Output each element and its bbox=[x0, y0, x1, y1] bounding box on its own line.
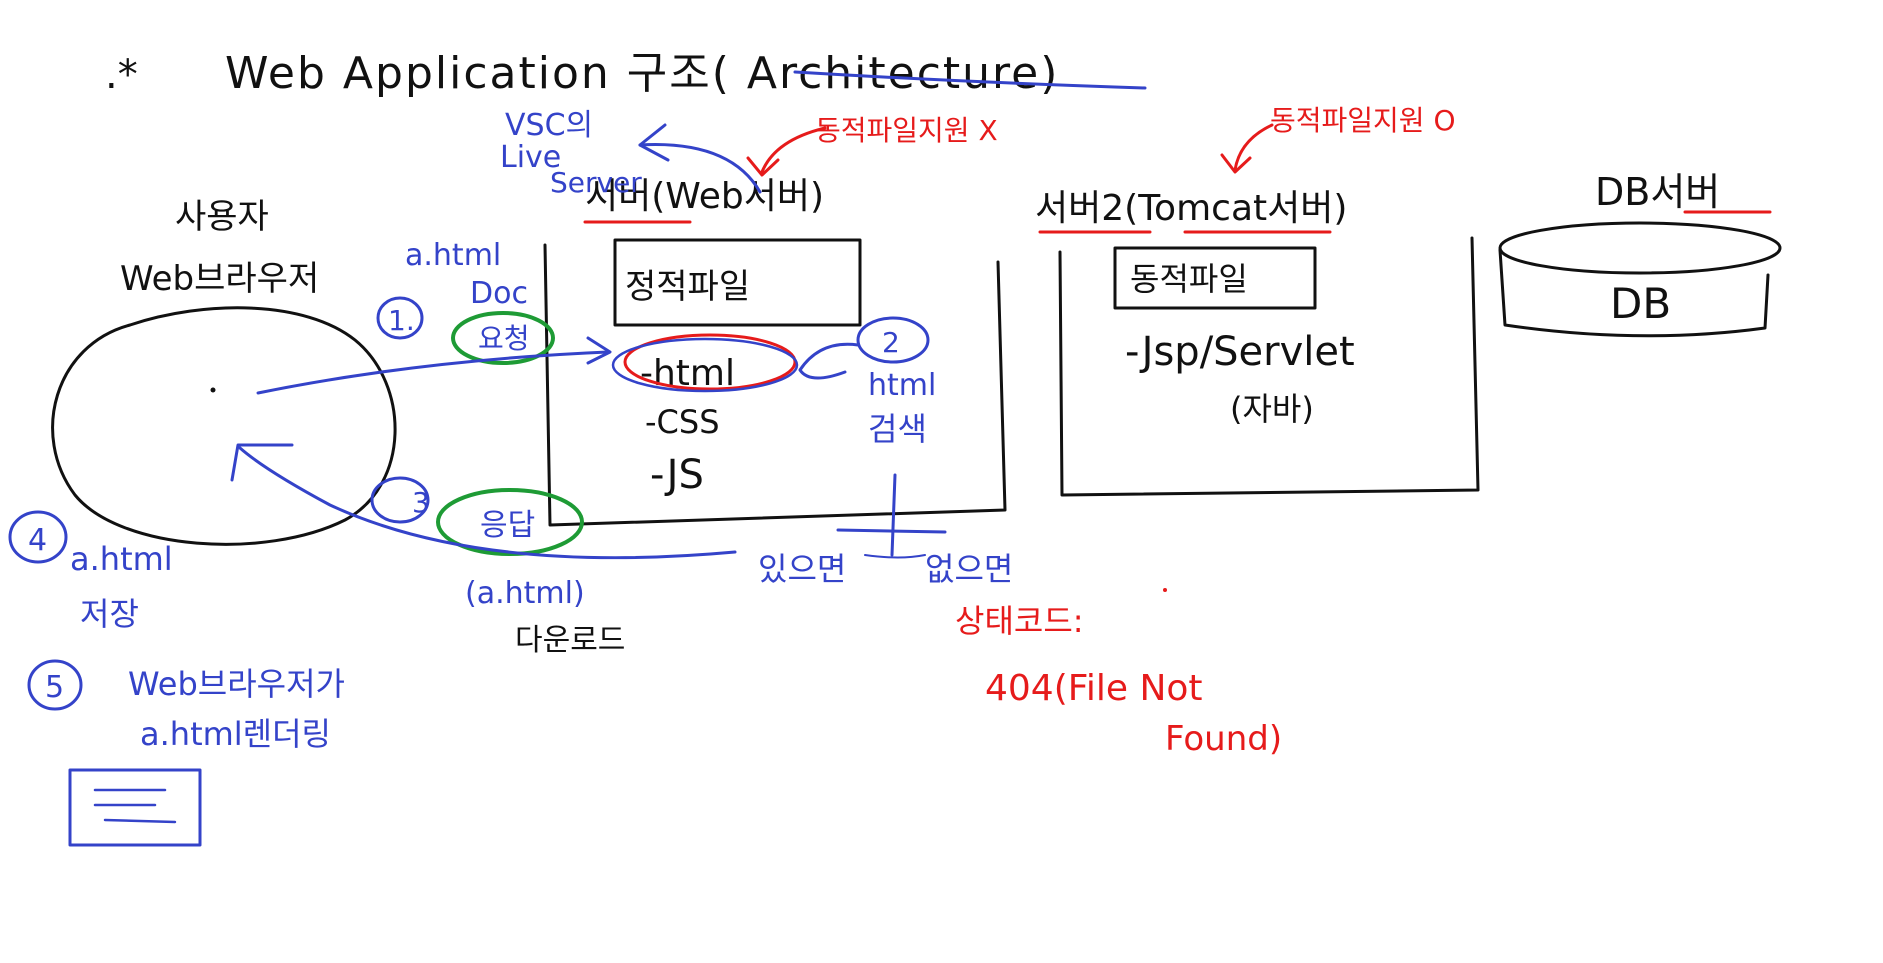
step3-number: 3 bbox=[412, 486, 430, 519]
static-file-box bbox=[613, 238, 862, 327]
step2-number-circle bbox=[856, 316, 930, 364]
static-file-label: 정적파일 bbox=[625, 267, 750, 307]
step4-line1: a.html bbox=[70, 540, 173, 578]
dynamic-file-label: 동적파일 bbox=[1130, 260, 1248, 298]
java-label: (자바) bbox=[1230, 390, 1314, 428]
red-dot bbox=[1163, 588, 1167, 592]
step1-file: a.html bbox=[405, 238, 501, 273]
branch-stem bbox=[890, 473, 897, 557]
step1-action: 요청 bbox=[478, 322, 530, 355]
title-bullet: .* bbox=[105, 52, 138, 98]
client-dot bbox=[210, 387, 216, 393]
vsc-note-line1: VSC의 bbox=[505, 108, 593, 143]
step3-green-circle bbox=[436, 488, 584, 556]
step3-number-circle bbox=[370, 476, 430, 524]
step4-number-circle bbox=[8, 510, 68, 564]
branch-no: 없으면 bbox=[925, 550, 1013, 588]
step2-arrow bbox=[798, 342, 860, 380]
html-red-circle bbox=[623, 333, 797, 391]
step2-number: 2 bbox=[882, 326, 900, 359]
client-label-line2: Web브라우저 bbox=[120, 259, 319, 299]
server1-box bbox=[543, 243, 1007, 527]
db-cylinder-label: DB bbox=[1610, 279, 1671, 328]
rendered-page-icon bbox=[68, 768, 202, 847]
branch-bar bbox=[836, 528, 947, 534]
step4-number: 4 bbox=[28, 523, 47, 558]
server2-red-note: 동적파일지원 O bbox=[1270, 104, 1456, 137]
dynamic-file-box bbox=[1113, 246, 1317, 310]
server2-red-arrowhead bbox=[1220, 153, 1252, 174]
vsc-note-line3: Server bbox=[550, 166, 642, 199]
branch-yes: 있으면 bbox=[758, 550, 846, 588]
server2-box bbox=[1058, 236, 1480, 497]
step5-line1: Web브라우저가 bbox=[128, 665, 345, 703]
step3-action: 응답 bbox=[480, 508, 535, 543]
server2-label: 서버2(Tomcat서버) bbox=[1035, 188, 1347, 229]
title-text: Web Application 구조( Architecture) bbox=[225, 48, 1059, 99]
request-arrow bbox=[256, 350, 610, 395]
branch-link bbox=[864, 554, 926, 559]
step2-line1: html bbox=[868, 368, 936, 403]
step5-line2: a.html렌더링 bbox=[140, 715, 331, 753]
server1-red-arrowhead bbox=[746, 156, 780, 177]
file-js: -JS bbox=[650, 452, 704, 498]
client-browser-circle bbox=[51, 306, 397, 546]
step5-number-circle bbox=[27, 659, 83, 711]
server2-red-arrow bbox=[1233, 123, 1274, 172]
title-underline bbox=[793, 70, 1147, 90]
status-code-404-line2: Found) bbox=[1165, 719, 1282, 759]
vsc-note-line2: Live bbox=[500, 140, 561, 175]
step1-number: 1. bbox=[388, 304, 415, 337]
server1-red-arrow bbox=[760, 126, 827, 174]
response-arrowhead bbox=[230, 443, 294, 482]
step1-green-circle bbox=[451, 311, 555, 365]
client-label-line1: 사용자 bbox=[175, 197, 269, 237]
step2-line2: 검색 bbox=[868, 410, 927, 448]
server1-label: 서버(Web서버) bbox=[585, 176, 824, 217]
db-cylinder-body bbox=[1498, 248, 1770, 338]
db-cylinder-top bbox=[1498, 221, 1782, 275]
server1-red-note: 동적파일지원 X bbox=[815, 114, 998, 147]
request-arrowhead bbox=[586, 336, 612, 365]
step4-line2: 저장 bbox=[80, 595, 139, 633]
step1-number-circle bbox=[376, 296, 424, 340]
file-css: -CSS bbox=[645, 403, 720, 441]
step3-file: (a.html) bbox=[465, 576, 585, 611]
vsc-blue-arrowhead bbox=[638, 123, 670, 162]
step5-number: 5 bbox=[45, 670, 64, 705]
rendered-page-lines bbox=[93, 788, 177, 824]
step1-doc: Doc bbox=[470, 276, 528, 311]
db-server-label: DB서버 bbox=[1595, 170, 1720, 214]
status-code-label: 상태코드: bbox=[955, 602, 1084, 640]
html-blue-circle bbox=[611, 337, 799, 393]
response-arrow bbox=[238, 446, 737, 560]
step3-download: 다운로드 bbox=[515, 623, 625, 658]
status-code-404: 404(File Not bbox=[985, 668, 1203, 709]
vsc-blue-arrow bbox=[638, 143, 762, 194]
jsp-servlet-label: -Jsp/Servlet bbox=[1125, 329, 1355, 375]
